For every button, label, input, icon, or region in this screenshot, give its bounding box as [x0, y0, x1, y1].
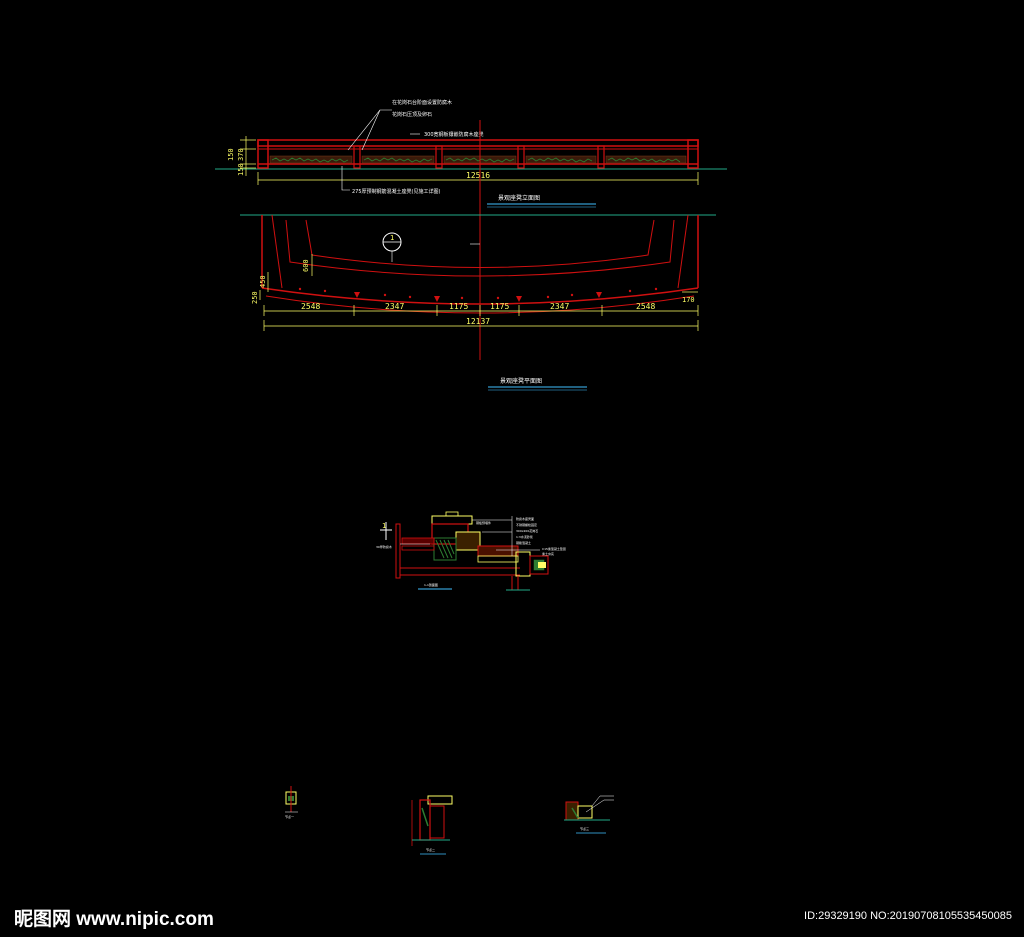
section-note-7: 素土夯实 [542, 551, 554, 556]
section-marker: 1 [382, 522, 386, 530]
plan-outer-edge [261, 287, 699, 305]
watermark-id: ID:29329190 NO:20190708105535450085 [804, 910, 1012, 922]
plan-title: 景观座凳平面图 [500, 377, 542, 385]
plan-total-dim: 12137 [466, 317, 490, 326]
callout-line-2: 花岗石压顶及卵石 [392, 111, 432, 118]
elevation-total-dim: 12516 [466, 171, 490, 180]
elevation-view: 150 370 150 12516 在花岗石台阶面设置防腐木 花岗石压顶及卵石 … [215, 99, 727, 208]
section-note-1: 防腐木座凳面 [516, 516, 534, 521]
plan-view: 1 600 450 250 170 2548 2347 1175 1175 23 [240, 214, 716, 391]
detail-3: 节点三 [564, 795, 614, 834]
section-note-5: 钢筋混凝土 [516, 540, 531, 545]
section-left-note-1: 30厚防腐木 [376, 544, 392, 549]
plan-edge-dim-4: 170 [682, 296, 695, 304]
segment-dim-2: 2347 [385, 302, 404, 311]
segment-dim-6: 2548 [636, 302, 655, 311]
plan-inner-edge [285, 219, 675, 277]
detail-2: 节点二 [411, 795, 453, 855]
pebble-hatch [269, 155, 687, 164]
elevation-height-dims [240, 136, 256, 176]
elevation-total-dim-line [257, 172, 699, 185]
section-left-note-2: 钢板预埋件 [476, 520, 491, 525]
section-note-4: 1:3水泥砂浆 [516, 534, 533, 539]
detail-1-title: 节点一 [285, 814, 294, 819]
section-note-3: 300x200花岗石 [516, 528, 538, 533]
segment-dim-5: 2347 [550, 302, 569, 311]
height-dim-3: 150 [237, 163, 245, 176]
detail-3-title: 节点三 [580, 826, 589, 831]
plan-edge-dim-3: 250 [251, 291, 259, 304]
callout-leaders [341, 109, 420, 191]
section-leaders [400, 516, 540, 556]
callout-bottom-note: 275厚预制钢筋混凝土座凳(见施工详图) [352, 188, 440, 195]
callout-line-1: 在花岗石台阶面设置防腐木 [392, 99, 452, 106]
watermark-logo: 昵图网 www.nipic.com [14, 909, 214, 930]
segment-dim-3: 1175 [449, 302, 468, 311]
plan-total-dim-line [263, 320, 699, 331]
height-dim-2: 370 [237, 148, 245, 161]
plan-edge-dim-1: 600 [302, 259, 310, 272]
section-title: 1-1剖面图 [424, 582, 438, 587]
section-note-2: 不锈钢螺栓固定 [516, 522, 537, 527]
plan-markers [298, 287, 658, 302]
section-right-notes: 防腐木座凳面 不锈钢螺栓固定 300x200花岗石 1:3水泥砂浆 钢筋混凝土 … [516, 516, 566, 556]
segment-dim-4: 1175 [490, 302, 509, 311]
elevation-title: 景观座凳立面图 [498, 194, 540, 202]
section-wood-top [431, 515, 473, 525]
detail-1: 节点一 [285, 786, 298, 819]
bench-top-rail [257, 139, 699, 147]
section-marker-label: 1 [390, 234, 394, 242]
section-view: 1 [376, 511, 566, 591]
plan-edge-dim-2: 450 [259, 275, 267, 288]
plan-edge-dim-lines [259, 254, 698, 300]
plan-segment-dim-line [263, 305, 699, 316]
segment-dim-1: 2548 [301, 302, 320, 311]
callout-right-note: 300宽钢板镶嵌防腐木座凳 [424, 131, 484, 138]
section-hatch [435, 539, 455, 559]
section-note-6: C15素混凝土垫层 [542, 546, 566, 551]
height-dim-1: 150 [227, 148, 235, 161]
bench-posts [353, 145, 605, 169]
detail-2-title: 节点二 [426, 847, 435, 852]
